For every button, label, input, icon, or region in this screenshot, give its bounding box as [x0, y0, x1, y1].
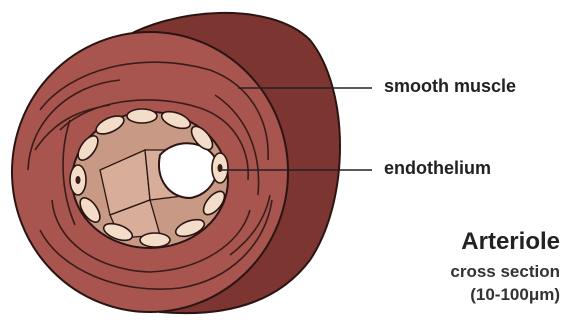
- diagram-size-range: (10-100μm): [400, 285, 560, 305]
- endothelium-label: endothelium: [384, 158, 491, 179]
- lumen-opening: [159, 143, 217, 198]
- diagram-title: Arteriole: [420, 228, 560, 256]
- smooth-muscle-label: smooth muscle: [384, 76, 516, 97]
- diagram-subtitle: cross section: [400, 262, 560, 282]
